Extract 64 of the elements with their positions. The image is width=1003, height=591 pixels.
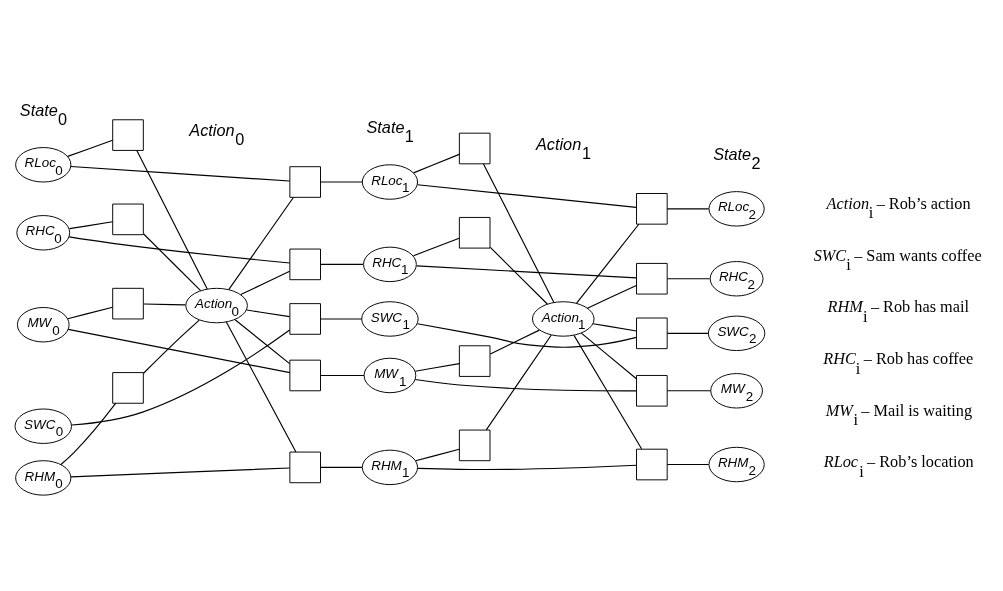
connector [666, 390, 712, 392]
connector [414, 363, 460, 372]
connector [71, 329, 291, 426]
connector [143, 319, 200, 374]
connector [592, 323, 638, 332]
connector [417, 464, 638, 471]
connector [573, 334, 643, 450]
connector [246, 309, 290, 318]
connector [67, 306, 114, 320]
connector [666, 463, 710, 466]
connector [60, 402, 117, 466]
node-box [112, 203, 144, 236]
connector [67, 139, 114, 157]
connector [136, 149, 208, 290]
connector [320, 374, 365, 377]
node-box [458, 216, 491, 249]
node-box [636, 374, 668, 407]
connector [666, 208, 710, 210]
node-box [112, 119, 144, 151]
connector [415, 448, 460, 462]
connector [416, 265, 638, 279]
connector [70, 165, 291, 182]
connector [666, 332, 709, 334]
connector [320, 263, 364, 265]
connector [143, 303, 186, 306]
connector [68, 221, 114, 230]
connector [412, 237, 460, 257]
node-box [289, 359, 321, 392]
connector [320, 466, 363, 468]
connector [68, 236, 291, 264]
connector [489, 329, 540, 355]
node-box [636, 448, 668, 481]
connector [414, 378, 637, 392]
node-box [458, 345, 491, 377]
connector [67, 328, 291, 374]
node-box [636, 262, 668, 295]
connector [416, 184, 637, 208]
connector [586, 284, 637, 309]
node-box [636, 317, 668, 350]
connector [320, 181, 363, 183]
connector [143, 233, 202, 292]
node-box [458, 132, 491, 165]
node-box [458, 429, 491, 462]
node-box [112, 372, 144, 404]
connector [234, 319, 291, 365]
node-box [289, 166, 321, 198]
connector [416, 323, 637, 348]
connector [70, 467, 291, 478]
node-box [636, 193, 668, 225]
node-box [289, 248, 321, 281]
connector [666, 278, 711, 280]
connector [240, 270, 291, 296]
connector [320, 318, 363, 320]
connector [228, 196, 294, 291]
connector [225, 321, 297, 453]
connector [489, 246, 548, 305]
connector [580, 332, 637, 380]
node-box [289, 303, 321, 335]
connector [482, 163, 555, 304]
connector [412, 153, 460, 174]
node-box [289, 451, 321, 484]
node-box [112, 287, 144, 320]
connector [576, 223, 640, 304]
connector [485, 334, 552, 431]
